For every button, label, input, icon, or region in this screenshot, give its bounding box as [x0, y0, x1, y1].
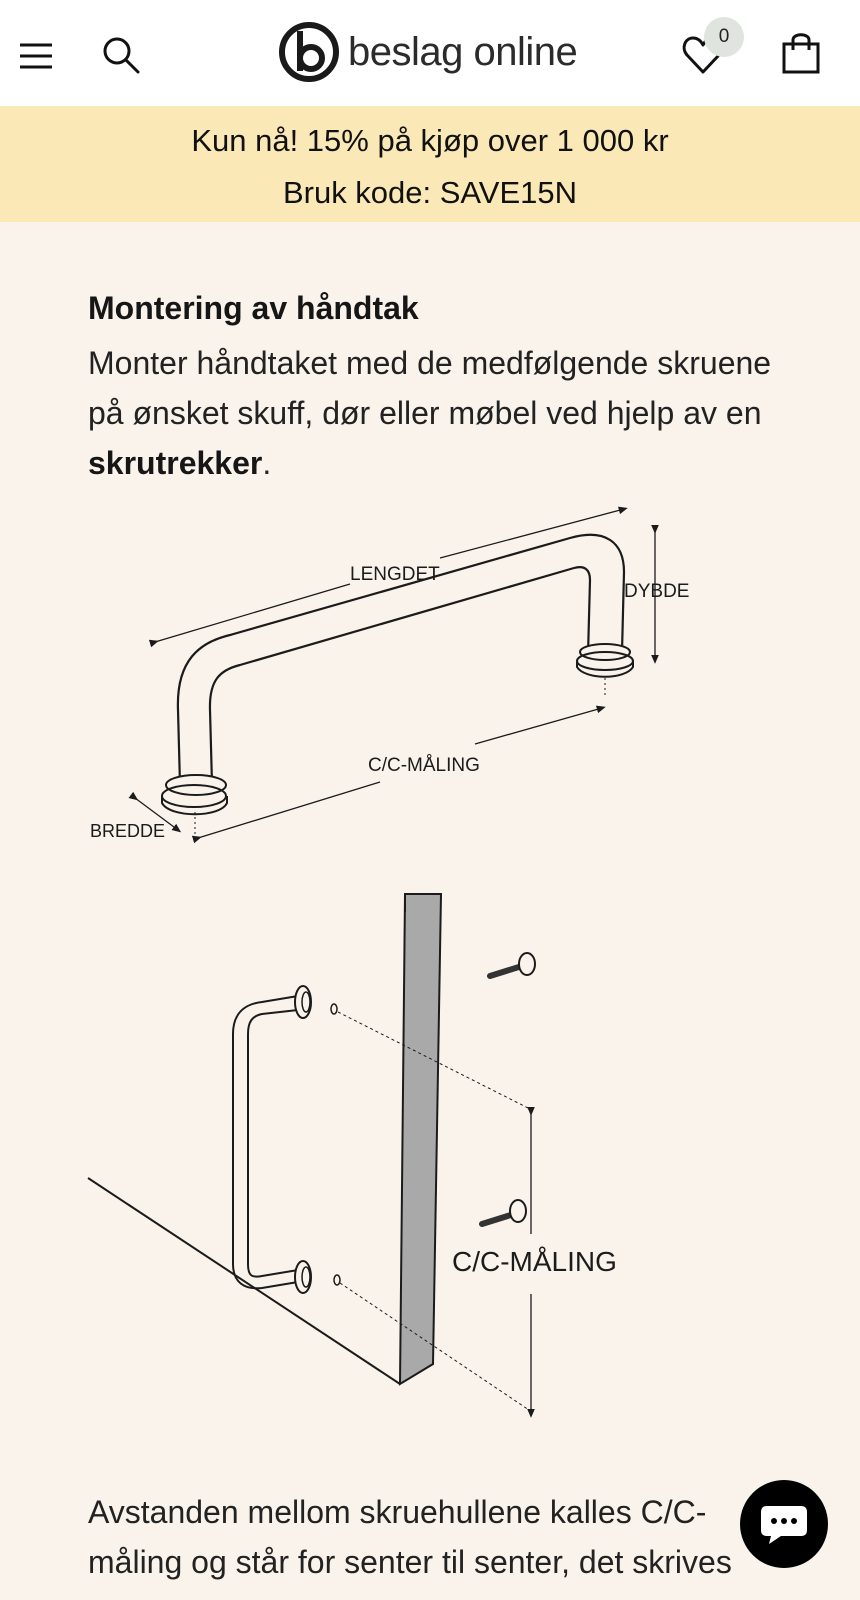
section-title: Montering av håndtak — [88, 290, 419, 326]
promo-line-code: Bruk kode: SAVE15N — [282, 175, 578, 210]
search-button[interactable] — [100, 34, 142, 76]
handle-dimension-diagram: LENGDET DYBDE C/C-MÅLING BREDDE — [90, 506, 689, 844]
cart-button[interactable] — [778, 30, 824, 76]
cc-explanation-text: Avstanden mellom skruehullene kalles C/C… — [88, 1494, 732, 1580]
hamburger-menu-icon — [20, 43, 52, 69]
promo-line-offer: Kun nå! 15% på kjøp over 1 000 kr — [191, 123, 669, 158]
handle-mounting-diagram: C/C-MÅLING — [87, 893, 617, 1418]
chat-button[interactable] — [740, 1480, 828, 1568]
site-logo[interactable]: beslag online — [278, 20, 578, 84]
body-text-start: Monter håndtaket med de medfølgende skru… — [88, 345, 772, 431]
logo-text: beslag online — [348, 29, 578, 74]
body-text-bold: skrutrekker — [88, 445, 263, 481]
menu-button[interactable] — [18, 38, 54, 74]
label-cc-mounting: C/C-MÅLING — [452, 1246, 617, 1277]
label-depth: DYBDE — [624, 581, 689, 602]
shopping-bag-icon — [782, 33, 820, 74]
body-text-end: . — [262, 445, 272, 481]
label-width: BREDDE — [90, 821, 165, 841]
promo-banner: Kun nå! 15% på kjøp over 1 000 kr Bruk k… — [0, 106, 860, 222]
beslag-logo-mark — [279, 22, 339, 82]
wishlist-count-badge: 0 — [704, 17, 744, 57]
search-icon — [103, 37, 140, 74]
section-body-text: Monter håndtaket med de medfølgende skru… — [88, 338, 778, 488]
label-length: LENGDET — [350, 564, 440, 585]
chat-bubble-icon — [761, 1506, 807, 1544]
site-header: beslag online 0 — [0, 0, 860, 106]
label-cc: C/C-MÅLING — [368, 755, 480, 776]
